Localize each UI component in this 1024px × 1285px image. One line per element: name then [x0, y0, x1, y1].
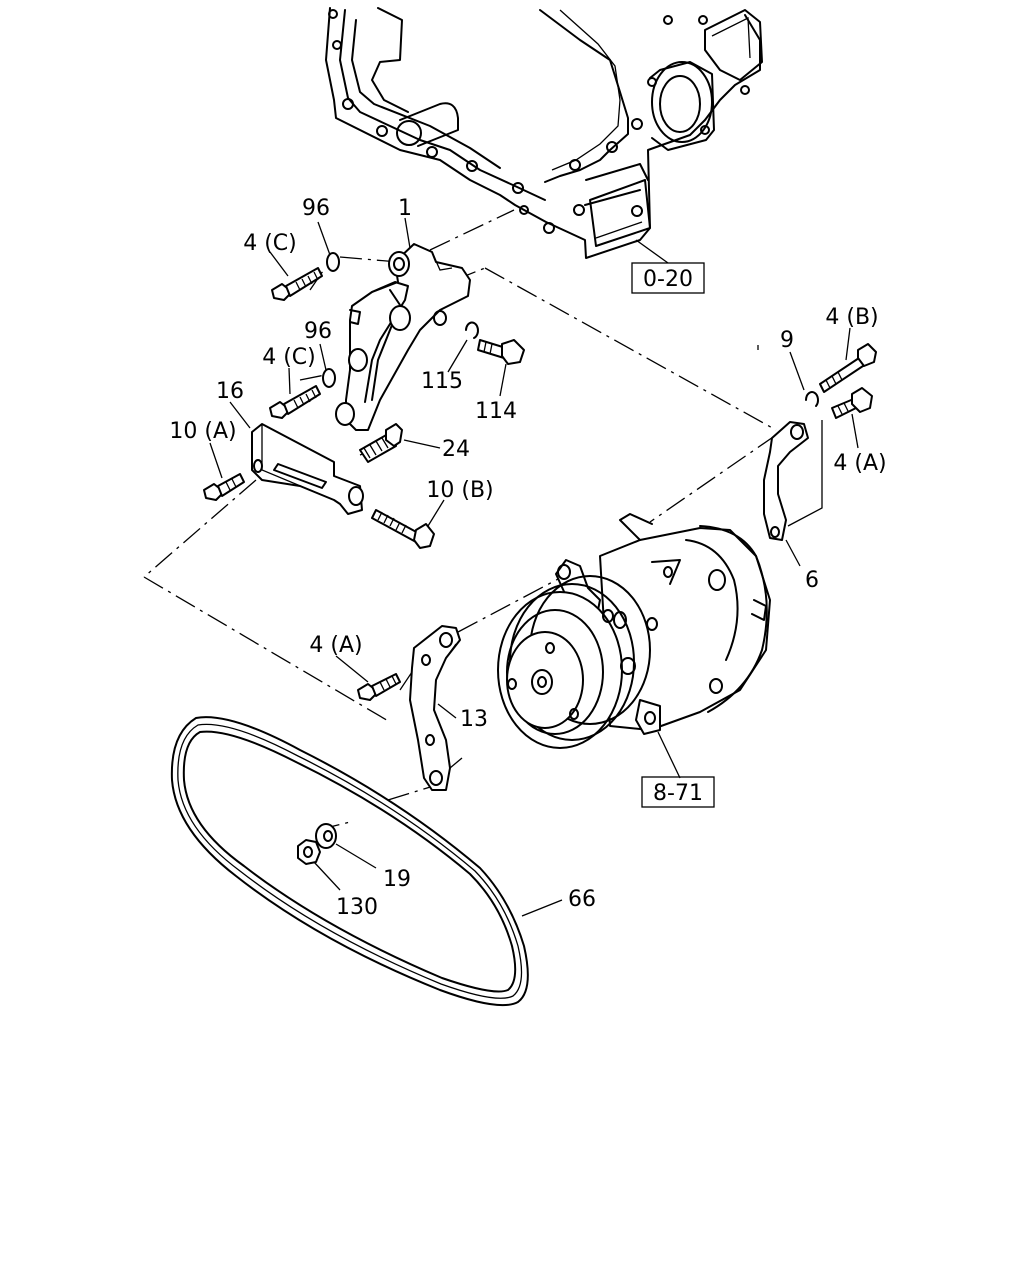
assembly-lines	[143, 209, 823, 831]
label-adjuster-plate[interactable]: 16	[216, 379, 244, 404]
label-bolt-4c-mid[interactable]: 4 (C)	[262, 345, 316, 370]
bolt-10b	[371, 509, 435, 549]
bolt-4b	[819, 343, 877, 393]
label-bracket[interactable]: 1	[398, 196, 412, 221]
bolt-10a	[203, 473, 245, 501]
label-bolt-4a-right[interactable]: 4 (A)	[833, 451, 886, 476]
label-bolt-10a[interactable]: 10 (A)	[169, 419, 236, 444]
washer-9	[805, 391, 819, 407]
washer-96-mid	[322, 368, 336, 388]
ref-box-compressor	[641, 776, 715, 808]
label-front-stay[interactable]: 13	[460, 707, 488, 732]
label-rear-stay[interactable]: 6	[805, 568, 819, 593]
nut-130	[297, 839, 321, 865]
label-nut[interactable]: 130	[336, 895, 378, 920]
bolt-4c-top	[271, 267, 323, 301]
label-bolt-4a-left[interactable]: 4 (A)	[309, 633, 362, 658]
label-bolt-4b[interactable]: 4 (B)	[825, 305, 878, 330]
label-v-belt[interactable]: 66	[568, 887, 596, 912]
label-washer-96-top[interactable]: 96	[302, 196, 330, 221]
ref-box-engine	[631, 262, 705, 294]
bolt-4c-mid	[269, 385, 321, 419]
label-washer-9[interactable]: 9	[780, 328, 794, 353]
washer-96-top	[326, 252, 340, 272]
snap-ring-115	[465, 321, 479, 339]
label-adjuster-bolt[interactable]: 24	[442, 437, 470, 462]
bracket-part	[335, 243, 471, 431]
compressor	[497, 513, 771, 749]
front-stay	[409, 625, 463, 791]
ref-engine-block[interactable]: 0-20	[643, 267, 693, 292]
adjuster-plate	[251, 423, 364, 515]
label-washer-19[interactable]: 19	[383, 867, 411, 892]
engine-front-cover	[325, 7, 763, 259]
v-belt	[170, 716, 529, 1007]
label-washer-96-mid[interactable]: 96	[304, 319, 332, 344]
bolt-4a-right	[831, 387, 873, 419]
bolt-4a-left	[357, 673, 401, 701]
ref-compressor[interactable]: 8-71	[653, 781, 703, 806]
label-pin-bolt[interactable]: 114	[475, 399, 517, 424]
rear-stay	[763, 421, 809, 541]
label-snap-ring[interactable]: 115	[421, 369, 463, 394]
adjuster-bolt	[359, 423, 403, 463]
pin-bolt-114	[477, 339, 525, 365]
label-bolt-10b[interactable]: 10 (B)	[426, 478, 493, 503]
label-bolt-4c-top[interactable]: 4 (C)	[243, 231, 297, 256]
washer-19	[315, 823, 337, 849]
